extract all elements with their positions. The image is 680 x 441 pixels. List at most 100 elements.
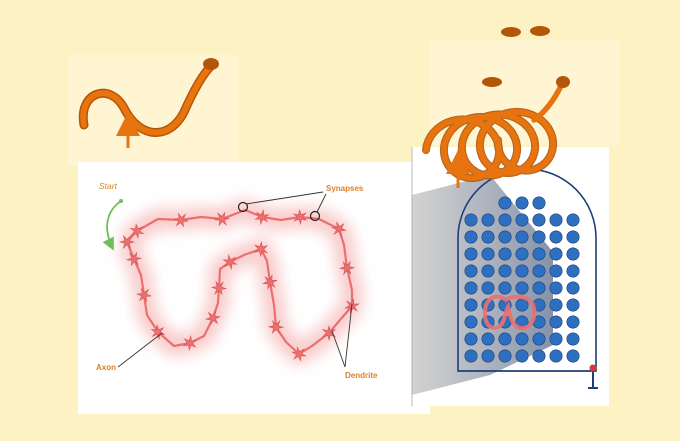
neuron-cell [338, 260, 356, 276]
electrode-dot [498, 281, 512, 295]
electrode-dot [549, 315, 563, 329]
electrode-dot [549, 298, 563, 312]
electrode-dot [549, 281, 563, 295]
spiral-right-icon [422, 83, 564, 188]
electrode-dot [515, 332, 529, 346]
electrode-dot [532, 230, 546, 244]
callout-lines [117, 191, 353, 368]
electrode-dot [549, 247, 563, 261]
electrode-dot [566, 230, 580, 244]
neuron-cell [129, 222, 145, 240]
electrode-dot [515, 281, 529, 295]
spiral-ribbon [423, 109, 556, 181]
electrode-dot [549, 264, 563, 278]
curved-arrow-icon [102, 200, 122, 251]
electrode-dot [464, 332, 478, 346]
electrode-dot [464, 213, 478, 227]
electrode-dot [566, 315, 580, 329]
stimulation-pattern [483, 294, 537, 331]
electrode-dot [532, 281, 546, 295]
electrode-dot [481, 332, 495, 346]
spiral-ribbon [80, 63, 214, 136]
neuron-cells [118, 208, 360, 362]
synapses-label: Synapses [326, 184, 364, 193]
electrode-dot [498, 230, 512, 244]
electrode-grid [464, 196, 580, 363]
electrode-dot [532, 196, 546, 210]
electrode-dot [481, 264, 495, 278]
electrode-dot [549, 332, 563, 346]
neuron-cell [262, 274, 278, 290]
electrode-dot [515, 213, 529, 227]
electrode-dot [515, 247, 529, 261]
neuron-cell [291, 346, 307, 362]
electrode-dot [532, 264, 546, 278]
electrode-dot [566, 332, 580, 346]
electrode-dot [498, 213, 512, 227]
electrode-dot [498, 264, 512, 278]
electrode-dot [532, 247, 546, 261]
dendrite-label: Dendrite [345, 371, 378, 380]
electrode-dot [481, 213, 495, 227]
electrode-dot [464, 298, 478, 312]
eyes-icon [482, 26, 550, 87]
start-label: Start [99, 181, 118, 191]
neuron-cell [135, 287, 153, 303]
electrode-dot [481, 281, 495, 295]
electrode-dot [481, 230, 495, 244]
axon-path [125, 208, 354, 356]
electrode-dot [515, 196, 529, 210]
neuron-cell [222, 253, 238, 271]
axon-label: Axon [96, 363, 116, 372]
electrode-dot [464, 230, 478, 244]
electrode-dot [464, 281, 478, 295]
neuron-cell [125, 251, 143, 267]
electrode-dot [464, 315, 478, 329]
electrode-dot [566, 213, 580, 227]
backdrop-panel-left [68, 55, 238, 165]
electrode-dot [566, 349, 580, 363]
electrode-dot [481, 349, 495, 363]
electrode-dot [498, 196, 512, 210]
electrode-dot [464, 349, 478, 363]
spiral-left-icon [78, 61, 216, 148]
electrode-dot [566, 264, 580, 278]
electrode-dot [464, 247, 478, 261]
electrode-dot [532, 213, 546, 227]
neuron-cell [172, 212, 190, 228]
electrode-dot [498, 332, 512, 346]
electrode-dot [549, 213, 563, 227]
electrode-dot [549, 230, 563, 244]
neuron-cell [321, 324, 337, 342]
neuron-cell [292, 208, 308, 226]
spiral-right-cap [556, 76, 570, 88]
electrode-dot [498, 247, 512, 261]
electrode-dot [498, 349, 512, 363]
neuron-links [125, 208, 354, 356]
neuron-cell [254, 208, 270, 226]
electrode-dot [549, 349, 563, 363]
electrode-dot [532, 349, 546, 363]
spiral-left-cap [203, 58, 219, 70]
neuron-cell [331, 221, 347, 237]
neuron-cell [210, 280, 228, 296]
electrode-dot [515, 349, 529, 363]
electrode-dot [515, 230, 529, 244]
arrow-origin-dot [119, 199, 123, 203]
electrode-dot [481, 247, 495, 261]
neuron-cell [267, 319, 285, 335]
neuron-cell [213, 211, 231, 227]
neuron-cell [182, 334, 198, 352]
electrode-dot [566, 298, 580, 312]
synapse-marker [309, 210, 321, 222]
electrode-dot [515, 264, 529, 278]
electrode-dot [464, 264, 478, 278]
neuron-cell [118, 234, 136, 250]
electrode-dot [566, 247, 580, 261]
spiral-tail [531, 83, 564, 123]
electrode-icon [588, 364, 598, 389]
electrode-dot [566, 281, 580, 295]
synapse-marker [237, 201, 249, 213]
